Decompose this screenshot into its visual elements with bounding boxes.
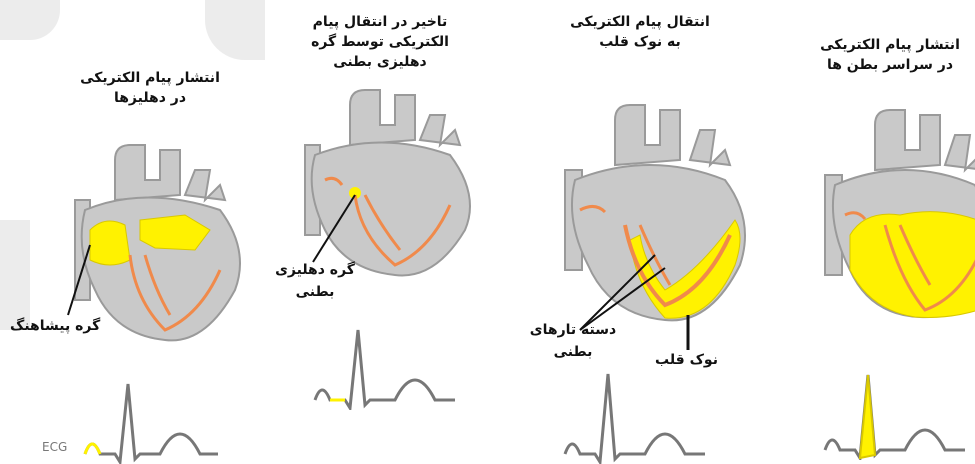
ecg-trace: [310, 310, 460, 410]
pulmonary-veins: [420, 115, 460, 145]
pulmonary-veins: [945, 135, 975, 170]
caption-line: دهلیزی بطنی: [280, 52, 480, 72]
panel-3-caption: انتقال پیام الکتریکی به نوک قلب: [540, 12, 740, 52]
ecg-trace: [560, 364, 710, 464]
caption-line: در دهلیزها: [55, 88, 245, 108]
ecg-trace: [820, 360, 970, 460]
ecg-label: ECG: [42, 440, 67, 454]
label-av-node: گره دهلیزی بطنی: [265, 262, 365, 300]
label-line: بطنی: [265, 284, 365, 300]
label-bundle-branches: دسته تارهای بطنی: [518, 322, 628, 360]
pointer-line: [60, 240, 100, 320]
caption-line: در سراسر بطن ها: [790, 55, 975, 75]
aorta: [615, 105, 680, 165]
heart-diagram: [805, 105, 975, 325]
aorta: [350, 90, 415, 145]
label-line: بطنی: [518, 344, 628, 360]
aorta: [875, 110, 940, 170]
panel-av-delay: تاخیر در انتقال پیام الکتریکی توسط گره د…: [250, 0, 480, 464]
ventricles-signal: [850, 212, 975, 318]
pulmonary-veins: [690, 130, 730, 165]
aorta: [115, 145, 180, 200]
panel-ventricular-spread: انتشار پیام الکتریکی در سراسر بطن ها: [790, 0, 975, 464]
caption-line: انتقال پیام الکتریکی: [540, 12, 740, 32]
caption-line: تاخیر در انتقال پیام: [280, 12, 480, 32]
panel-atrial-spread: انتشار پیام الکتریکی در دهلیزها گره پیشا…: [0, 0, 250, 464]
panel-4-caption: انتشار پیام الکتریکی در سراسر بطن ها: [790, 35, 975, 75]
panel-to-apex: انتقال پیام الکتریکی به نوک قلب دسته تار…: [500, 0, 770, 464]
ecg-trace: [80, 374, 220, 464]
pulmonary-veins: [185, 170, 225, 200]
panel-1-caption: انتشار پیام الکتریکی در دهلیزها: [55, 68, 245, 108]
caption-line: الکتریکی توسط گره: [280, 32, 480, 52]
label-line: گره دهلیزی: [265, 262, 365, 278]
label-sinoatrial-node: گره پیشاهنگ: [10, 318, 100, 334]
pointer-line: [305, 190, 365, 270]
caption-line: به نوک قلب: [540, 32, 740, 52]
panel-2-caption: تاخیر در انتقال پیام الکتریکی توسط گره د…: [280, 12, 480, 72]
caption-line: انتشار پیام الکتریکی: [790, 35, 975, 55]
label-line: دسته تارهای: [518, 322, 628, 338]
caption-line: انتشار پیام الکتریکی: [55, 68, 245, 88]
